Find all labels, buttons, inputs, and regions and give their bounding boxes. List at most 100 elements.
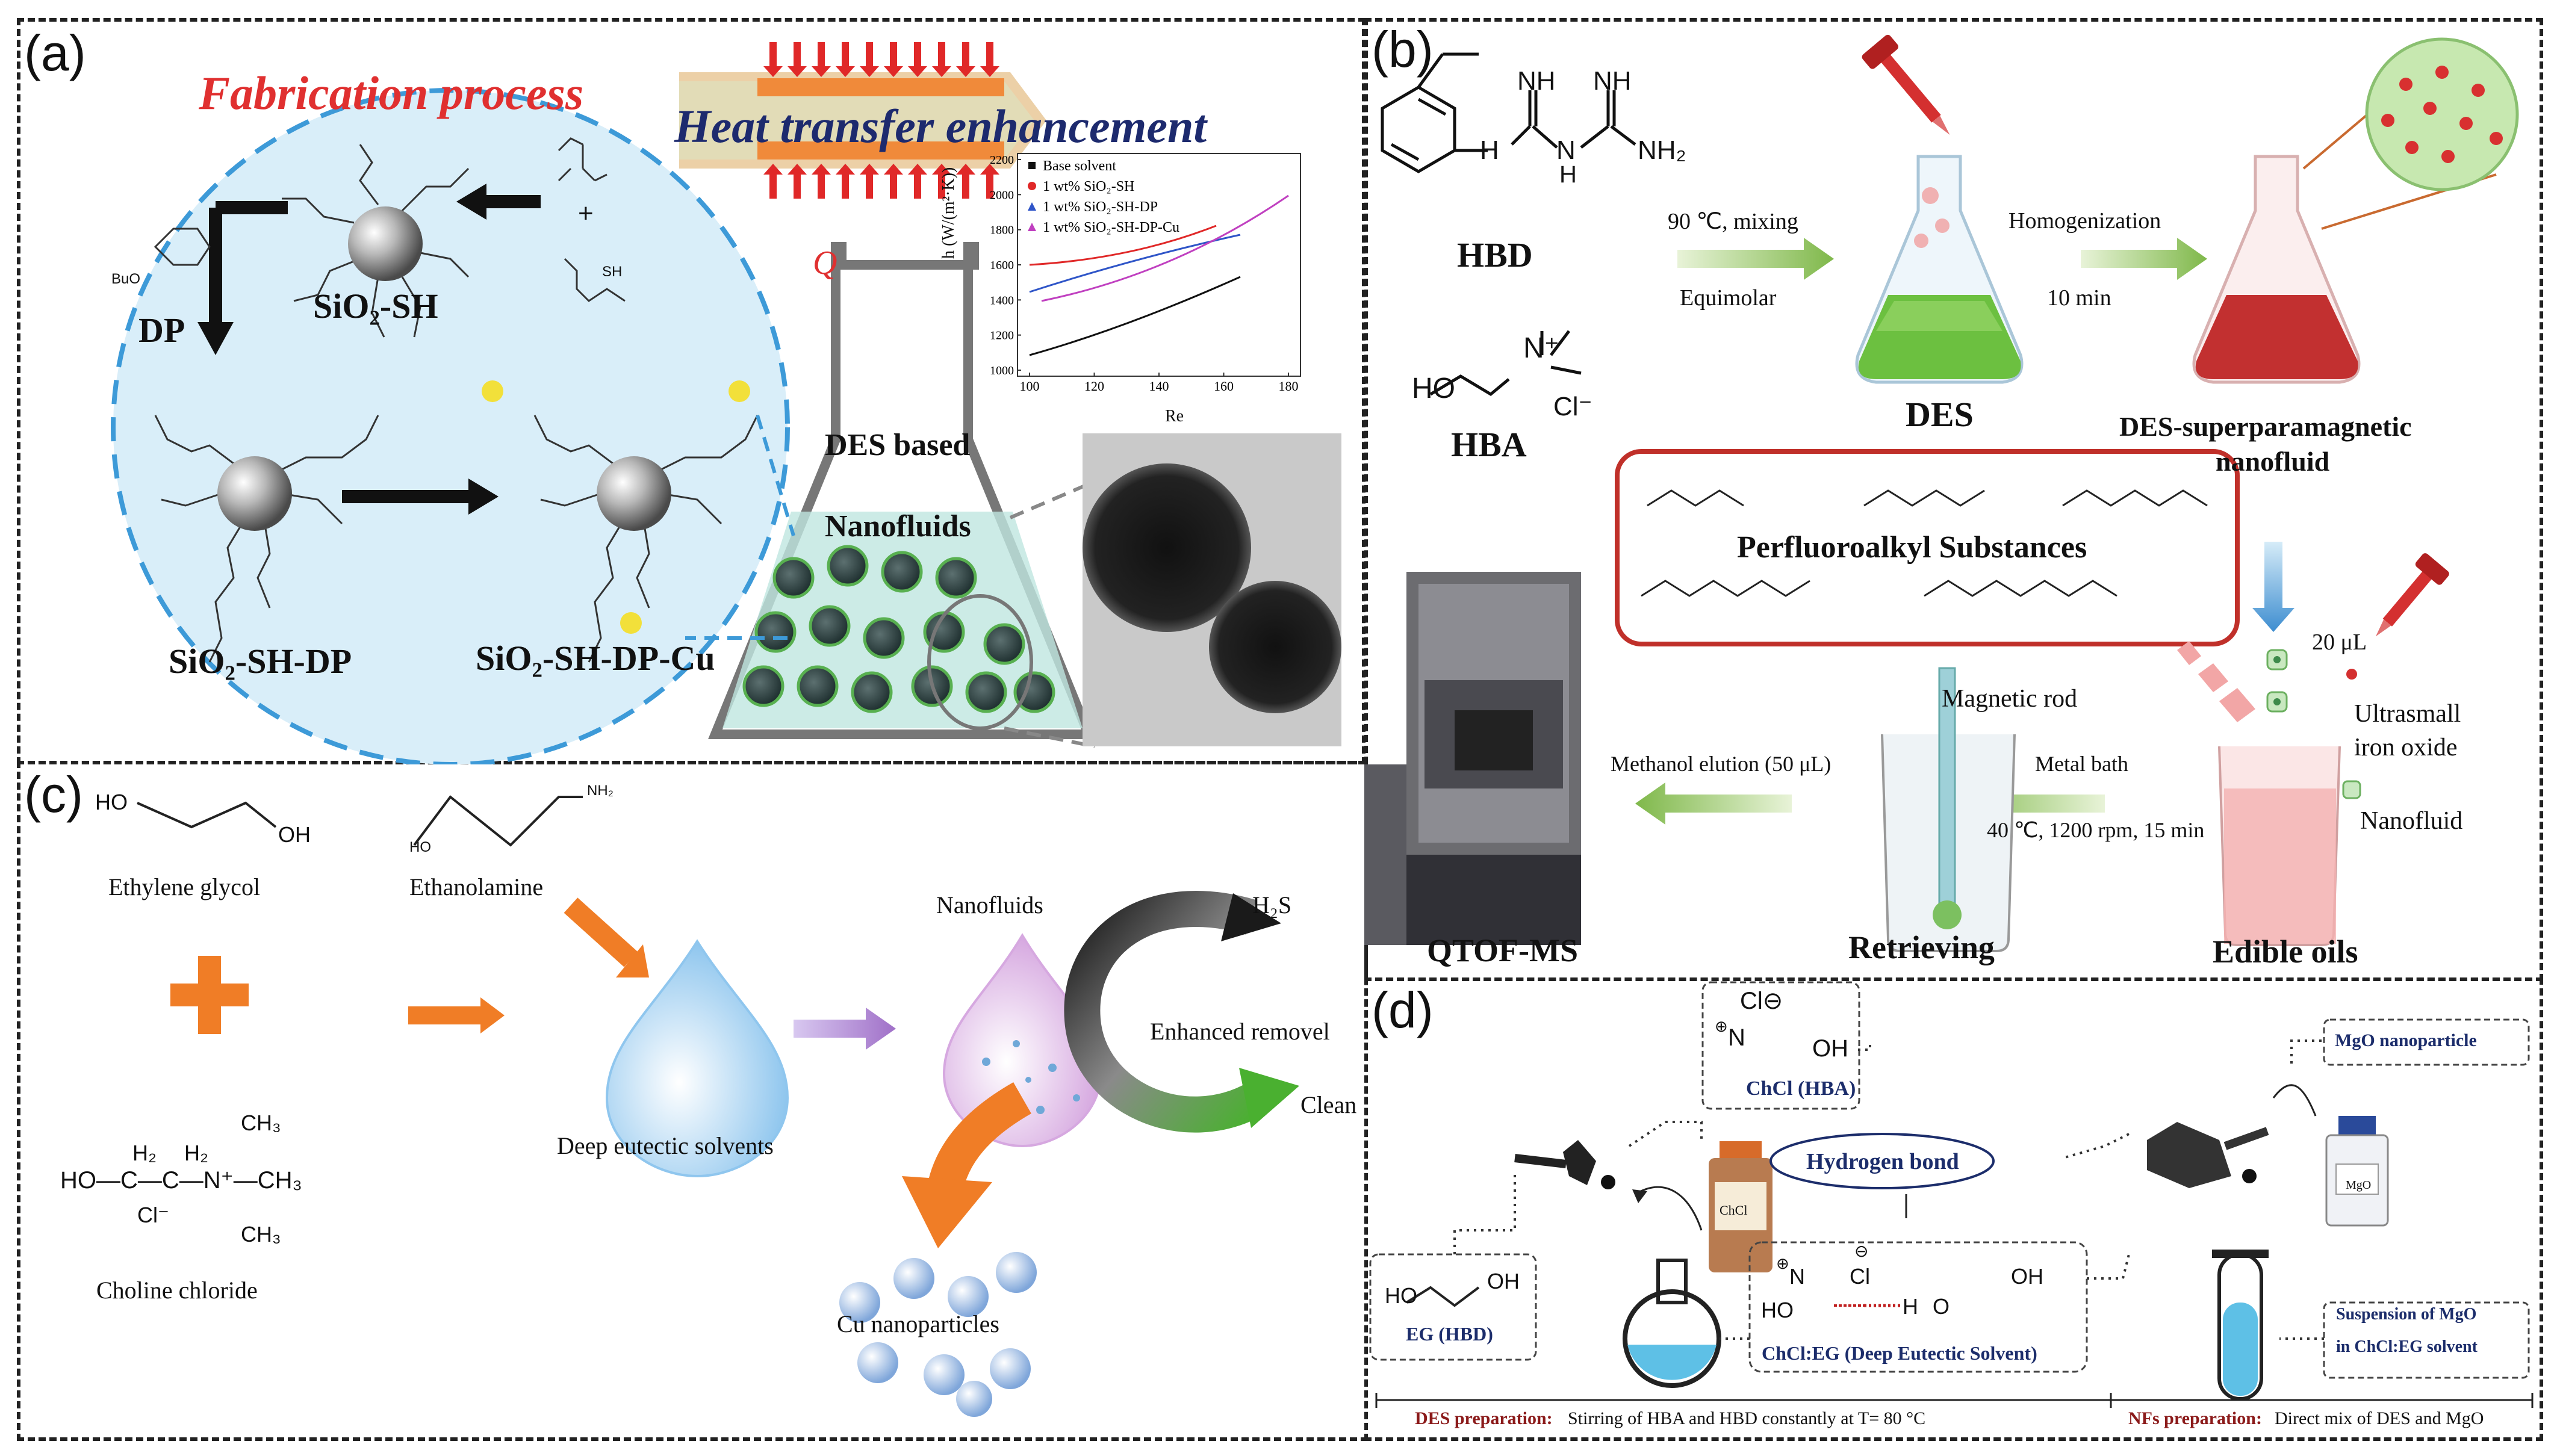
chart-series-line-1 [1029, 276, 1241, 356]
cc-h2-1: H₂ [132, 1141, 157, 1165]
d-des-o: O [1933, 1294, 1950, 1319]
label-dp: DP [138, 311, 185, 350]
chart-series-line-4 [1041, 194, 1289, 302]
mgo-bottle-label: MgO [2346, 1179, 2372, 1192]
cc-ch3-top: CH₃ [241, 1111, 281, 1135]
chart-y-tick-label: 2000 [990, 188, 1014, 202]
suspension-1: Suspension of MgO [2336, 1305, 2477, 1324]
metal-bath-2: 40 ℃, 1200 rpm, 15 min [1987, 818, 2205, 842]
hbd-h-2: H [1559, 161, 1577, 188]
step1-top: 90 ℃, mixing [1668, 209, 1798, 234]
des-prep-label: DES preparation: [1415, 1408, 1553, 1428]
chart-legend-marker [1028, 202, 1036, 211]
chart-legend-marker [1028, 162, 1036, 169]
hbd-nh2: NH₂ [1638, 135, 1686, 165]
panel-c-label: (c) [24, 766, 83, 823]
label-sio2-sh: SiO₂-SH [313, 287, 438, 326]
d-oh-top: OH [1812, 1035, 1848, 1062]
nfs-prep-label: NFs preparation: [2128, 1408, 2262, 1428]
pfas-label: Perfluoroalkyl Substances [1737, 530, 2087, 565]
chart-x-tick-label: 120 [1084, 379, 1104, 394]
retrieving-label: Retrieving [1848, 929, 1995, 965]
d-eg-ho: HO [1385, 1283, 1417, 1308]
q-label: Q [813, 244, 837, 282]
eg-oh: OH [278, 822, 311, 847]
d-des-h: H [1903, 1294, 1918, 1319]
hba-cl: Cl⁻ [1553, 392, 1592, 421]
chart-x-tick-label: 140 [1149, 379, 1169, 394]
chart-y-tick-label: 1000 [990, 364, 1014, 377]
qtof-label: QTOF-MS [1427, 932, 1579, 968]
panel-c-graphics [137, 795, 1299, 1417]
chart-legend-marker [1028, 182, 1036, 190]
chart-y-tick-label: 1800 [990, 224, 1014, 237]
flask-text-2: Nanofluids [825, 509, 971, 544]
heat-title: Heat transfer enhancement [674, 100, 1207, 152]
des-magnetic-2: nanofluid [2216, 446, 2330, 477]
cc-h2-2: H₂ [184, 1141, 208, 1165]
panel-a-label: (a) [24, 25, 86, 81]
d-des-cl: Cl [1850, 1264, 1870, 1289]
hbd-label: HBD [1457, 235, 1533, 274]
chart-y-tick-label: 1200 [990, 329, 1014, 342]
chart-ylabel: h (W/(m²·K)) [939, 167, 958, 259]
chart-y-tick-label: 2200 [990, 153, 1014, 167]
eg-ho: HO [95, 790, 128, 814]
d-nplus-top: ⊕ [1715, 1017, 1728, 1035]
flask-text-1: DES based [825, 428, 971, 462]
panel-b-label: (b) [1372, 21, 1434, 78]
h2s-label: H₂S [1252, 891, 1292, 919]
ethylene-glycol-label: Ethylene glycol [108, 873, 261, 900]
chart-legend-label: Base solvent [1043, 158, 1116, 174]
cc-main-chain: HO—C—C—N⁺—CH₃ [60, 1167, 302, 1194]
label-plus: + [578, 199, 594, 228]
chcl-hba-label: ChCl (HBA) [1746, 1077, 1856, 1100]
nanofluids-label-c: Nanofluids [936, 891, 1043, 919]
d-des-oh: OH [2011, 1264, 2043, 1289]
volume-label: 20 μL [2312, 630, 2367, 655]
d-des-ominus: ⊖ [1854, 1242, 1869, 1260]
d-des-ho: HO [1761, 1298, 1794, 1322]
suspension-2: in ChCl:EG solvent [2336, 1337, 2478, 1356]
chart-y-tick-label: 1400 [990, 294, 1014, 307]
ultrasmall-1: Ultrasmall [2354, 700, 2461, 728]
choline-chloride-label: Choline chloride [96, 1277, 258, 1304]
ea-nh2: NH₂ [587, 782, 614, 799]
hbd-nh-2: NH [1593, 66, 1632, 96]
hbd-n: N [1556, 135, 1576, 165]
chart-legend-marker [1028, 223, 1036, 231]
chcl-bottle-label: ChCl [1720, 1203, 1748, 1218]
hydrogen-bond-label: Hydrogen bond [1806, 1149, 1959, 1174]
des-label-c: Deep eutectic solvents [557, 1132, 774, 1159]
panel-d-label: (d) [1372, 982, 1434, 1038]
hbd-h-1: H [1480, 135, 1499, 165]
metal-bath-1: Metal bath [2035, 752, 2128, 776]
hbd-nh-1: NH [1517, 66, 1556, 96]
enhanced-label: Enhanced removel [1150, 1018, 1330, 1045]
panel-d-graphics [1369, 981, 2534, 1408]
label-sio2-sh-dp-cu: SiO₂-SH-DP-Cu [476, 639, 715, 678]
magnetic-rod: Magnetic rod [1942, 685, 2078, 713]
cc-ch3-bottom: CH₃ [241, 1222, 281, 1247]
chart-series-line-2 [1029, 225, 1217, 266]
hba-ho: HO [1412, 373, 1455, 404]
des-prep-text: Stirring of HBA and HBD constantly at T=… [1568, 1408, 1926, 1428]
ultrasmall-2: iron oxide [2354, 734, 2458, 761]
d-des-n: N [1789, 1264, 1805, 1289]
edible-oils-label: Edible oils [2213, 934, 2358, 970]
methanol-label: Methanol elution (50 μL) [1611, 752, 1832, 776]
hba-label: HBA [1451, 425, 1527, 464]
hba-n-plus: N⁺ [1523, 332, 1559, 364]
chart-y-tick-label: 1600 [990, 259, 1014, 272]
des-label-b: DES [1906, 395, 1974, 434]
ea-ho: HO [409, 839, 431, 855]
chart-legend-label: 1 wt% SiO₂-SH-DP-Cu [1043, 220, 1179, 235]
chart-legend-label: 1 wt% SiO₂-SH [1043, 179, 1134, 194]
des-magnetic-1: DES-superparamagnetic [2119, 411, 2412, 442]
ethanolamine-label: Ethanolamine [409, 873, 544, 900]
panel-d [1364, 977, 2543, 1441]
label-sio2-sh-dp: SiO₂-SH-DP [169, 642, 352, 681]
eg-hbd-label: EG (HBD) [1406, 1323, 1493, 1345]
panel-b-graphics [1364, 34, 2519, 952]
